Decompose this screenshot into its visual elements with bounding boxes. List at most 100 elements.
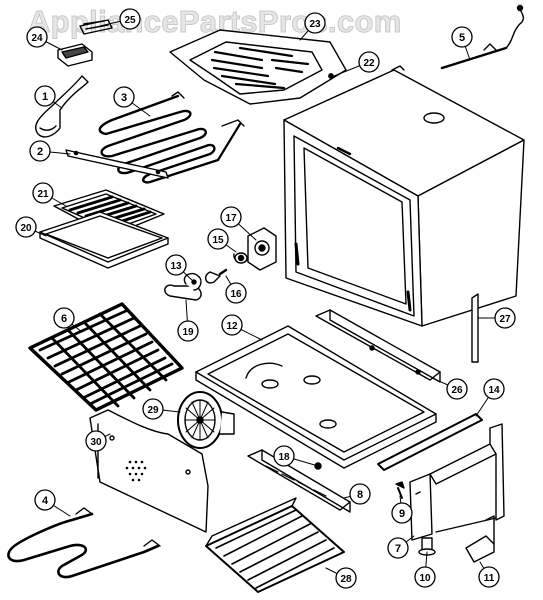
callout-19: 19 [177,320,199,342]
part-convection-fan [177,391,235,449]
callout-number: 14 [488,385,500,396]
callout-22: 22 [358,51,380,73]
callout-number: 15 [212,235,224,246]
callout-circle [29,140,51,162]
callout-number: 26 [451,385,463,396]
callout-number: 22 [363,58,375,69]
callout-circle [113,86,135,108]
callout-26: 26 [446,378,468,400]
callout-circle [220,206,242,228]
callout-11: 11 [478,566,500,588]
part-hardware [395,481,495,563]
callout-28: 28 [335,567,357,589]
callout-24: 24 [26,26,48,48]
callout-15: 15 [207,228,229,250]
part-side-bracket [409,423,505,541]
part-sensor [440,4,525,70]
callout-number: 24 [31,33,43,44]
callout-circle [304,12,326,34]
callout-13: 13 [165,254,187,276]
callout-16: 16 [225,282,247,304]
callout-circle [53,307,75,329]
callout-circle [207,228,229,250]
part-broil-pan [39,189,169,269]
callout-circle [349,483,371,505]
callout-number: 6 [61,313,67,325]
callout-number: 8 [357,489,363,501]
part-lower-rack [205,497,345,593]
callout-circle [85,430,107,452]
callout-9: 9 [391,502,413,524]
callout-29: 29 [142,398,164,420]
callout-20: 20 [15,216,37,238]
callout-number: 28 [340,574,352,585]
callout-circle [34,85,56,107]
callout-2: 2 [29,140,51,162]
part-bottom-pan [195,325,437,469]
callout-18: 18 [273,445,295,467]
callout-circle [494,307,516,329]
callout-8: 8 [349,483,371,505]
callout-circle [483,378,505,400]
part-back-panel [89,409,209,533]
callout-6: 6 [53,307,75,329]
callout-circle [387,537,409,559]
callout-circle [358,51,380,73]
callout-30: 30 [85,430,107,452]
callout-number: 3 [121,92,127,104]
callout-circle [165,254,187,276]
callout-circle [15,216,37,238]
callout-number: 23 [309,19,321,30]
callout-circle [451,26,473,48]
callout-3: 3 [113,86,135,108]
callout-circle [446,378,468,400]
callout-number: 1 [42,91,48,103]
callout-circle [335,567,357,589]
callout-number: 16 [230,289,242,300]
callout-circle [221,314,243,336]
callout-number: 2 [37,146,43,158]
part-bake-element [7,507,161,579]
callout-27: 27 [494,307,516,329]
callout-number: 12 [226,321,238,332]
callout-12: 12 [221,314,243,336]
part-broil-element [98,91,245,184]
callout-10: 10 [414,566,436,588]
callout-1: 1 [34,85,56,107]
callout-circle [391,502,413,524]
callout-circle [478,566,500,588]
part-channel [377,413,483,471]
callout-23: 23 [304,12,326,34]
callout-number: 25 [124,15,136,26]
callout-number: 17 [225,213,237,224]
callout-number: 9 [399,508,405,520]
callout-number: 11 [484,573,495,584]
callout-number: 21 [37,189,49,200]
callout-5: 5 [451,26,473,48]
callout-number: 10 [419,573,431,584]
part-rear-bracket [315,309,441,383]
callout-number: 20 [20,223,32,234]
callout-25: 25 [119,8,141,30]
callout-14: 14 [483,378,505,400]
callout-number: 5 [459,32,465,44]
callout-circle [26,26,48,48]
part-side-strip [471,293,479,363]
part-oven-rack [28,302,184,412]
callout-circle [32,182,54,204]
callout-21: 21 [32,182,54,204]
callout-number: 18 [278,452,290,463]
callout-circle [273,445,295,467]
callout-circle [177,320,199,342]
callout-circle [414,566,436,588]
callout-number: 4 [42,495,49,507]
part-vent-trim [247,449,351,513]
callout-number: 19 [182,327,194,338]
callout-number: 30 [90,437,102,448]
callout-number: 27 [499,314,511,325]
part-oven-cavity [283,65,525,327]
callout-number: 29 [147,405,159,416]
callout-circle [225,282,247,304]
